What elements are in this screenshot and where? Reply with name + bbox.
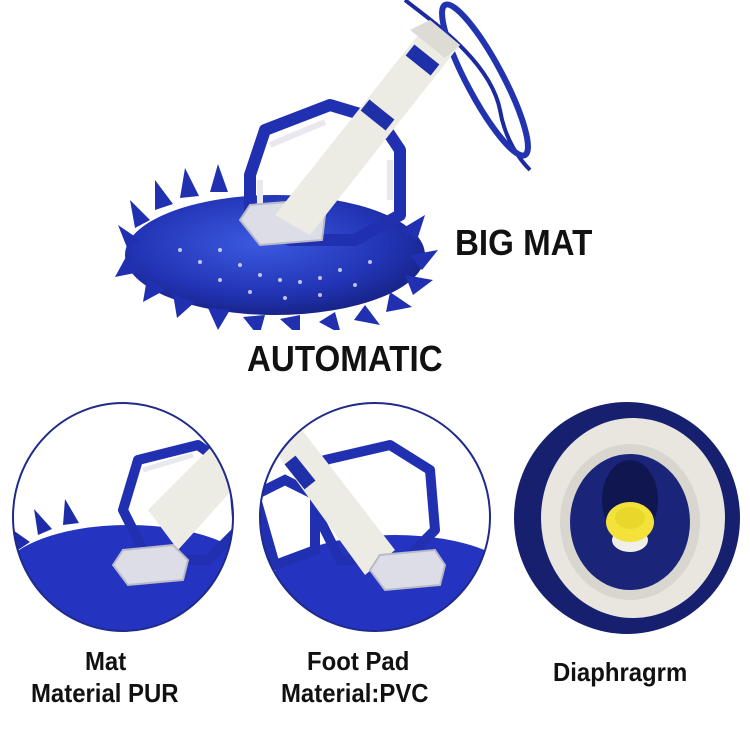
- big-mat-label: BIG MAT: [455, 222, 593, 263]
- detail-mat-image: [8, 400, 238, 635]
- caption-mat-line2: Material PUR: [31, 678, 179, 708]
- detail-footpad-image: [255, 400, 495, 635]
- hero-product-image: [100, 0, 560, 330]
- caption-diaphragm: Diaphragrm: [553, 657, 688, 687]
- caption-footpad-line2: Material:PVC: [281, 678, 429, 708]
- automatic-label: AUTOMATIC: [247, 338, 443, 379]
- caption-footpad-line1: Foot Pad: [307, 646, 410, 676]
- caption-mat-line1: Mat: [85, 646, 127, 676]
- detail-diaphragm-image: [508, 400, 746, 636]
